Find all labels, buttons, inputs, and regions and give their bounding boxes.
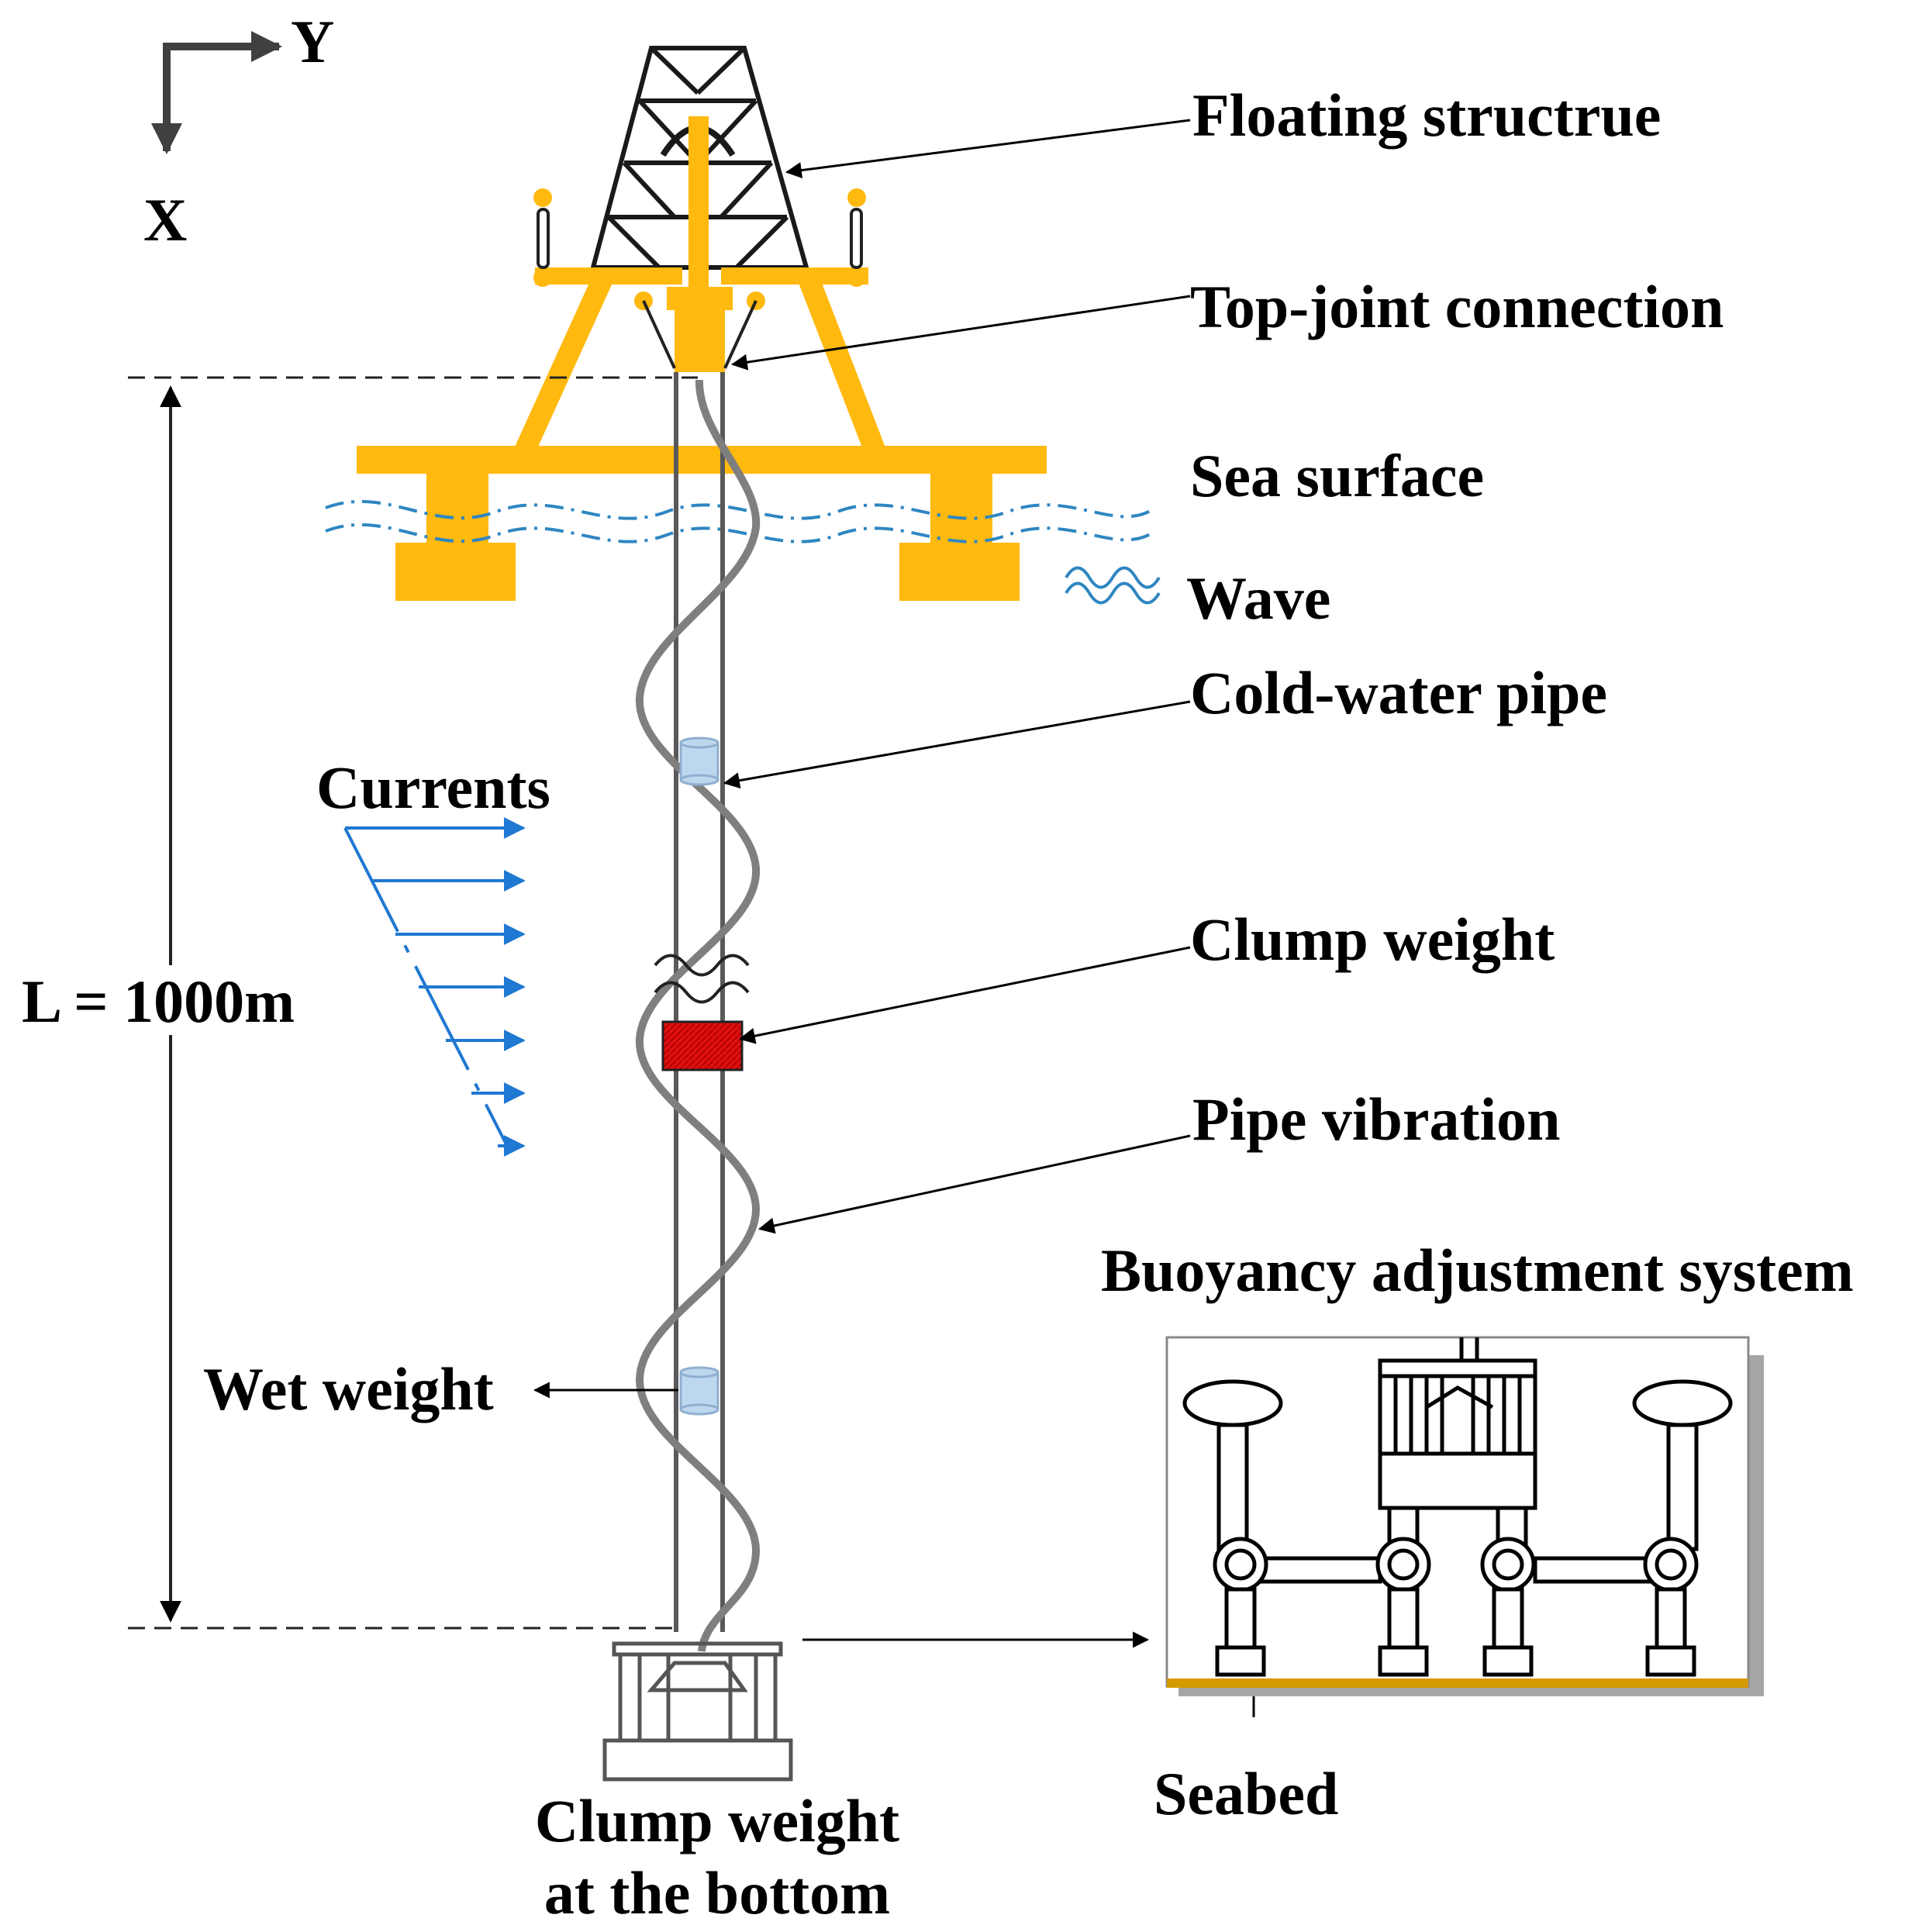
- length-label: L = 1000m: [22, 968, 295, 1035]
- axis-y-label: Y: [291, 8, 334, 75]
- clump-weight-label: Clump weight: [1190, 906, 1555, 973]
- wave-label: Wave: [1186, 564, 1330, 632]
- seabed-label: Seabed: [1154, 1760, 1338, 1827]
- currents-label: Currents: [316, 754, 550, 821]
- cold-water-pipe-label: Cold-water pipe: [1190, 659, 1607, 726]
- currents: Currents: [316, 754, 550, 1157]
- callout-lines: [533, 119, 1262, 1717]
- platform-rails: [537, 208, 863, 369]
- pipe-vibration-curve: [635, 379, 761, 1652]
- floating-structure-label: Floating structrue: [1192, 81, 1661, 149]
- buoyancy-system-label: Buoyancy adjustment system: [1101, 1237, 1854, 1304]
- top-joint-label: Top-joint connection: [1190, 273, 1724, 340]
- sea-surface: [325, 499, 1157, 543]
- buoy-top: [679, 737, 719, 786]
- bottom-clump-label-2: at the bottom: [544, 1859, 890, 1927]
- bottom-clump-frame: [602, 1641, 793, 1782]
- wet-weight-label: Wet weight: [203, 1355, 494, 1423]
- sea-surface-label: Sea surface: [1190, 442, 1484, 509]
- bottom-clump-label-1: Clump weight: [535, 1787, 899, 1854]
- axis-x-label: X: [143, 186, 187, 254]
- buoy-bottom: [679, 1366, 719, 1416]
- axes-indicator: Y X: [143, 8, 334, 254]
- wave-icon: [1065, 566, 1161, 605]
- floating-platform: [357, 116, 1047, 601]
- buoyancy-system-inset: [1165, 1336, 1764, 1696]
- pipe-vibration-label: Pipe vibration: [1192, 1085, 1561, 1153]
- pipe-break-mark: [654, 954, 750, 1004]
- clump-weight-block: [661, 1020, 744, 1071]
- length-dimension: L = 1000m: [19, 376, 698, 1630]
